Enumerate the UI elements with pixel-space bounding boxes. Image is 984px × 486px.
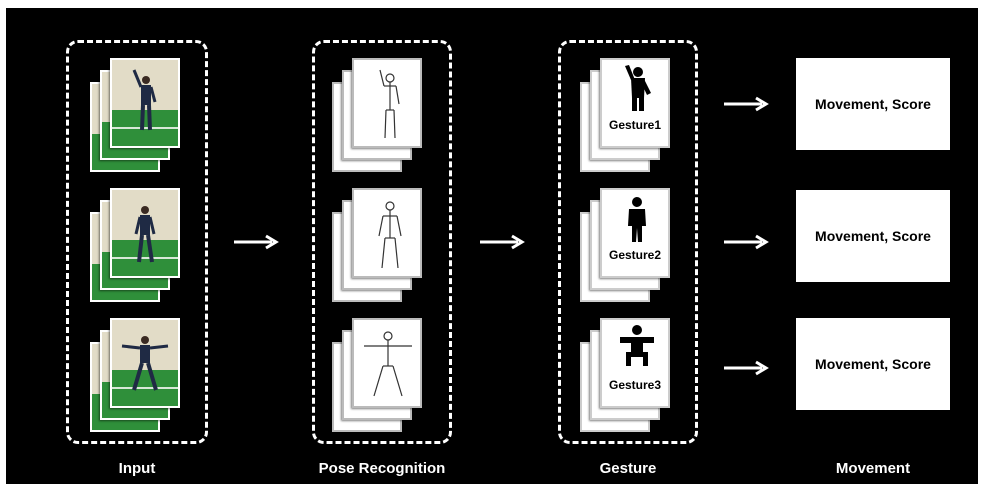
pose-frame-stack <box>332 54 432 172</box>
arrow-gesture-to-movement <box>724 96 769 112</box>
skeleton-standing <box>378 201 402 269</box>
arrow-input-to-pose <box>234 234 279 250</box>
column-label-gesture: Gesture <box>599 460 657 477</box>
gesture-label: Gesture1 <box>608 118 662 132</box>
gesture-label: Gesture3 <box>608 378 662 392</box>
raised-arm-icon <box>625 65 651 111</box>
input-frame-stack <box>90 54 190 172</box>
pose-frame-stack <box>332 184 432 302</box>
column-label-movement: Movement <box>835 460 911 477</box>
gesture-card: Gesture2 <box>600 188 670 278</box>
pose-frame <box>352 318 422 408</box>
person-standing <box>134 206 156 263</box>
input-frame <box>110 188 180 278</box>
input-frame <box>110 318 180 408</box>
arrow-gesture-to-movement <box>724 234 769 250</box>
person-arms-out <box>121 336 169 391</box>
gesture-label: Gesture2 <box>608 248 662 262</box>
pose-frame <box>352 188 422 278</box>
column-label-pose: Pose Recognition <box>318 460 446 477</box>
gesture-group <box>558 40 698 444</box>
input-frame <box>110 58 180 148</box>
column-label-input: Input <box>118 460 156 477</box>
skeleton-arms-out <box>364 331 412 397</box>
person-raised-arm <box>132 69 157 131</box>
arrow-pose-to-gesture <box>480 234 525 250</box>
arrow-gesture-to-movement <box>724 360 769 376</box>
movement-score-box: Movement, Score <box>796 190 950 282</box>
pose-frame-stack <box>332 314 432 432</box>
gesture-card-stack: Gesture2 <box>580 184 680 302</box>
input-group <box>66 40 208 444</box>
arms-out-squat-icon <box>620 325 654 366</box>
gesture-card-stack: Gesture1 <box>580 54 680 172</box>
skeleton-raised-arm <box>379 69 400 139</box>
input-frame-stack <box>90 314 190 432</box>
gesture-card: Gesture1 <box>600 58 670 148</box>
movement-score-box: Movement, Score <box>796 318 950 410</box>
diagram-canvas: Input <box>6 8 978 484</box>
gesture-card: Gesture3 <box>600 318 670 408</box>
movement-score-box: Movement, Score <box>796 58 950 150</box>
standing-person-icon <box>628 197 646 242</box>
gesture-card-stack: Gesture3 <box>580 314 680 432</box>
pose-recognition-group <box>312 40 452 444</box>
pose-frame <box>352 58 422 148</box>
input-frame-stack <box>90 184 190 302</box>
